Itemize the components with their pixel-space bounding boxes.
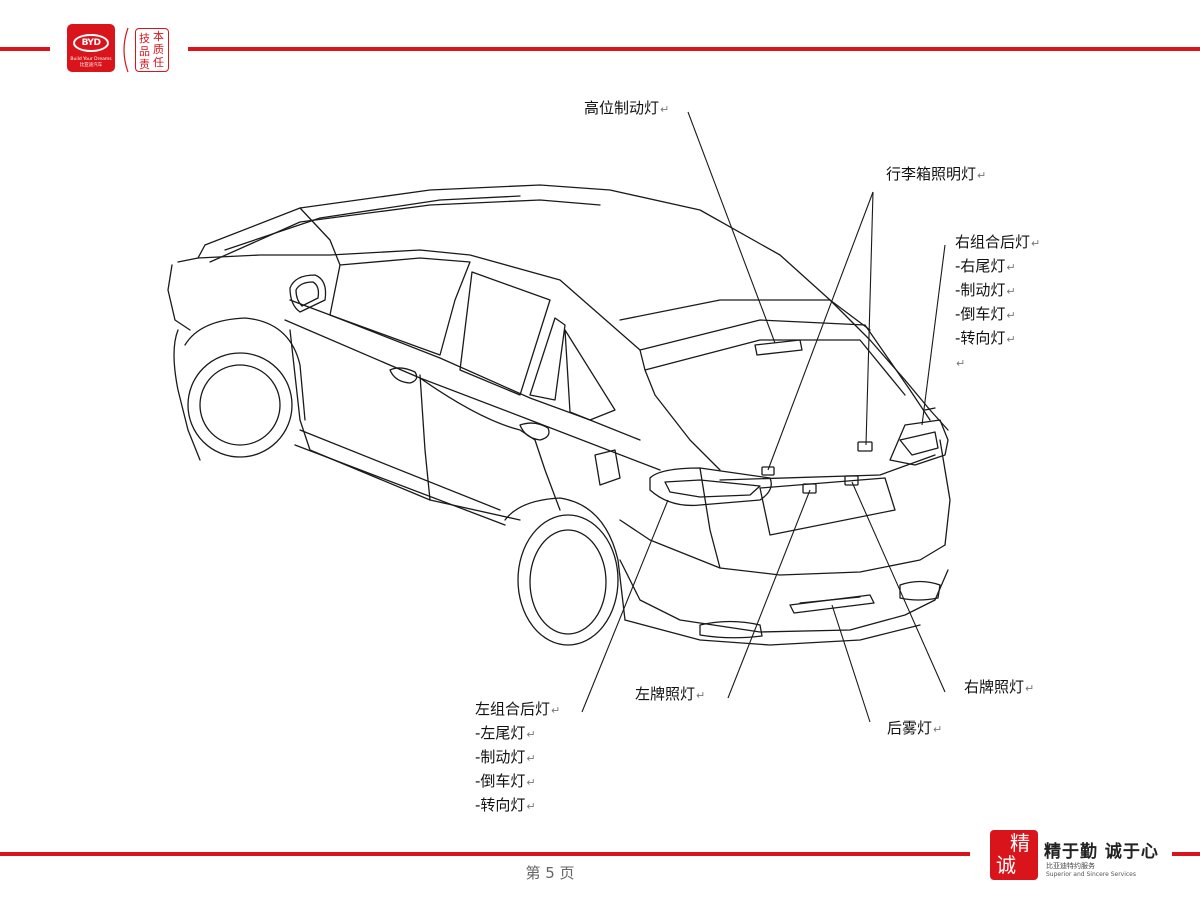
page-number: 第 5 页	[525, 864, 575, 882]
callout-left-license-lamp: 左牌照灯↵	[635, 683, 705, 707]
paragraph-mark-icon: ↵	[1006, 285, 1016, 298]
paragraph-mark-icon: ↵	[526, 752, 536, 765]
callout-line: -转向灯↵	[955, 327, 1040, 351]
callout-text: 后雾灯	[887, 719, 933, 737]
callout-text: -倒车灯	[955, 305, 1006, 323]
leader-high-brake	[687, 111, 776, 344]
footer-rule-right	[1172, 852, 1200, 856]
jingcheng-logo: 精 诚	[990, 830, 1038, 880]
quality-seal: 技 本 品 质 责 任	[135, 28, 169, 72]
callout-rear-fog-lamp: 后雾灯↵	[887, 717, 942, 741]
leader-trunk-b	[865, 191, 874, 446]
paragraph-mark-icon: ↵	[1025, 682, 1035, 695]
callout-line: -右尾灯↵	[955, 255, 1040, 279]
leader-left-combo	[581, 499, 669, 713]
header-rule-left	[0, 47, 50, 51]
byd-logo-subtagline: 比亚迪汽车	[79, 63, 103, 68]
footer-rule-left	[0, 852, 970, 856]
callout-trunk-lamp: 行李箱照明灯↵	[886, 163, 986, 187]
seal-char-3: 品	[139, 45, 150, 58]
callout-text: -制动灯	[475, 748, 526, 766]
paragraph-mark-icon: ↵	[696, 689, 706, 702]
paragraph-mark-icon: ↵	[526, 776, 536, 789]
callout-line: -制动灯↵	[955, 279, 1040, 303]
seal-char-6: 任	[153, 56, 164, 69]
callout-line: 右牌照灯↵	[964, 676, 1034, 700]
leader-rear-fog	[831, 604, 871, 723]
paragraph-mark-icon: ↵	[933, 723, 943, 736]
jingcheng-char-1: 精	[1010, 831, 1030, 855]
seal-char-1: 技	[139, 32, 150, 45]
callout-right-license-lamp: 右牌照灯↵	[964, 676, 1034, 700]
callout-text: 行李箱照明灯	[886, 165, 977, 183]
leader-right-license	[851, 481, 946, 693]
callout-text: -转向灯	[955, 329, 1006, 347]
callout-line: -左尾灯↵	[475, 722, 560, 746]
seal-char-5: 责	[139, 58, 150, 71]
footer-slogan-sub: 比亚迪特约服务	[1046, 862, 1095, 870]
callout-line: ↵	[955, 351, 1040, 375]
footer-slogan-en: Superior and Sincere Services	[1046, 871, 1136, 878]
paragraph-mark-icon: ↵	[1006, 333, 1016, 346]
paragraph-mark-icon: ↵	[1006, 261, 1016, 274]
callout-right-rear-combo-lamp: 右组合后灯↵ -右尾灯↵ -制动灯↵ -倒车灯↵ -转向灯↵ ↵	[955, 231, 1040, 375]
callout-line: 行李箱照明灯↵	[886, 163, 986, 187]
callout-line: -制动灯↵	[475, 746, 560, 770]
leader-lines	[581, 111, 946, 723]
callout-high-brake-lamp: 高位制动灯↵	[584, 97, 669, 121]
callout-text: -制动灯	[955, 281, 1006, 299]
callout-line: 左组合后灯↵	[475, 698, 560, 722]
paragraph-mark-icon: ↵	[551, 704, 561, 717]
seal-char-4: 质	[153, 43, 164, 56]
paragraph-mark-icon: ↵	[1006, 309, 1016, 322]
callout-line: -倒车灯↵	[955, 303, 1040, 327]
paragraph-mark-icon: ↵	[526, 728, 536, 741]
seal-char-2: 本	[153, 30, 164, 43]
byd-logo-text: BYD	[73, 34, 109, 52]
callout-text: -右尾灯	[955, 257, 1006, 275]
jingcheng-char-2: 诚	[996, 853, 1016, 877]
leader-left-license	[727, 489, 811, 699]
callout-text: -倒车灯	[475, 772, 526, 790]
leader-right-combo	[921, 244, 946, 426]
callout-text: 右牌照灯	[964, 678, 1025, 696]
callout-line: -转向灯↵	[475, 794, 560, 818]
callout-line: -倒车灯↵	[475, 770, 560, 794]
callout-line: 后雾灯↵	[887, 717, 942, 741]
paragraph-mark-icon: ↵	[1031, 237, 1041, 250]
paragraph-mark-icon: ↵	[526, 800, 536, 813]
callout-text: 高位制动灯	[584, 99, 660, 117]
callout-line: 高位制动灯↵	[584, 97, 669, 121]
logo-divider	[123, 27, 129, 73]
callout-text: -左尾灯	[475, 724, 526, 742]
paragraph-mark-icon: ↵	[660, 103, 670, 116]
callout-text: 左组合后灯	[475, 700, 551, 718]
paragraph-mark-icon: ↵	[956, 357, 966, 370]
callout-text: -转向灯	[475, 796, 526, 814]
car-body-outline	[167, 184, 951, 646]
paragraph-mark-icon: ↵	[977, 169, 987, 182]
header-rule-right	[188, 47, 1200, 51]
callout-line: 右组合后灯↵	[955, 231, 1040, 255]
callout-text: 右组合后灯	[955, 233, 1031, 251]
footer-slogan: 精于勤 诚于心	[1044, 842, 1159, 862]
byd-logo: BYD Build Your Dreams 比亚迪汽车	[67, 24, 115, 72]
byd-logo-tagline: Build Your Dreams	[70, 57, 112, 62]
callout-text: 左牌照灯	[635, 685, 696, 703]
leader-trunk-a	[767, 191, 874, 471]
callout-left-rear-combo-lamp: 左组合后灯↵ -左尾灯↵ -制动灯↵ -倒车灯↵ -转向灯↵	[475, 698, 560, 818]
callout-line: 左牌照灯↵	[635, 683, 705, 707]
